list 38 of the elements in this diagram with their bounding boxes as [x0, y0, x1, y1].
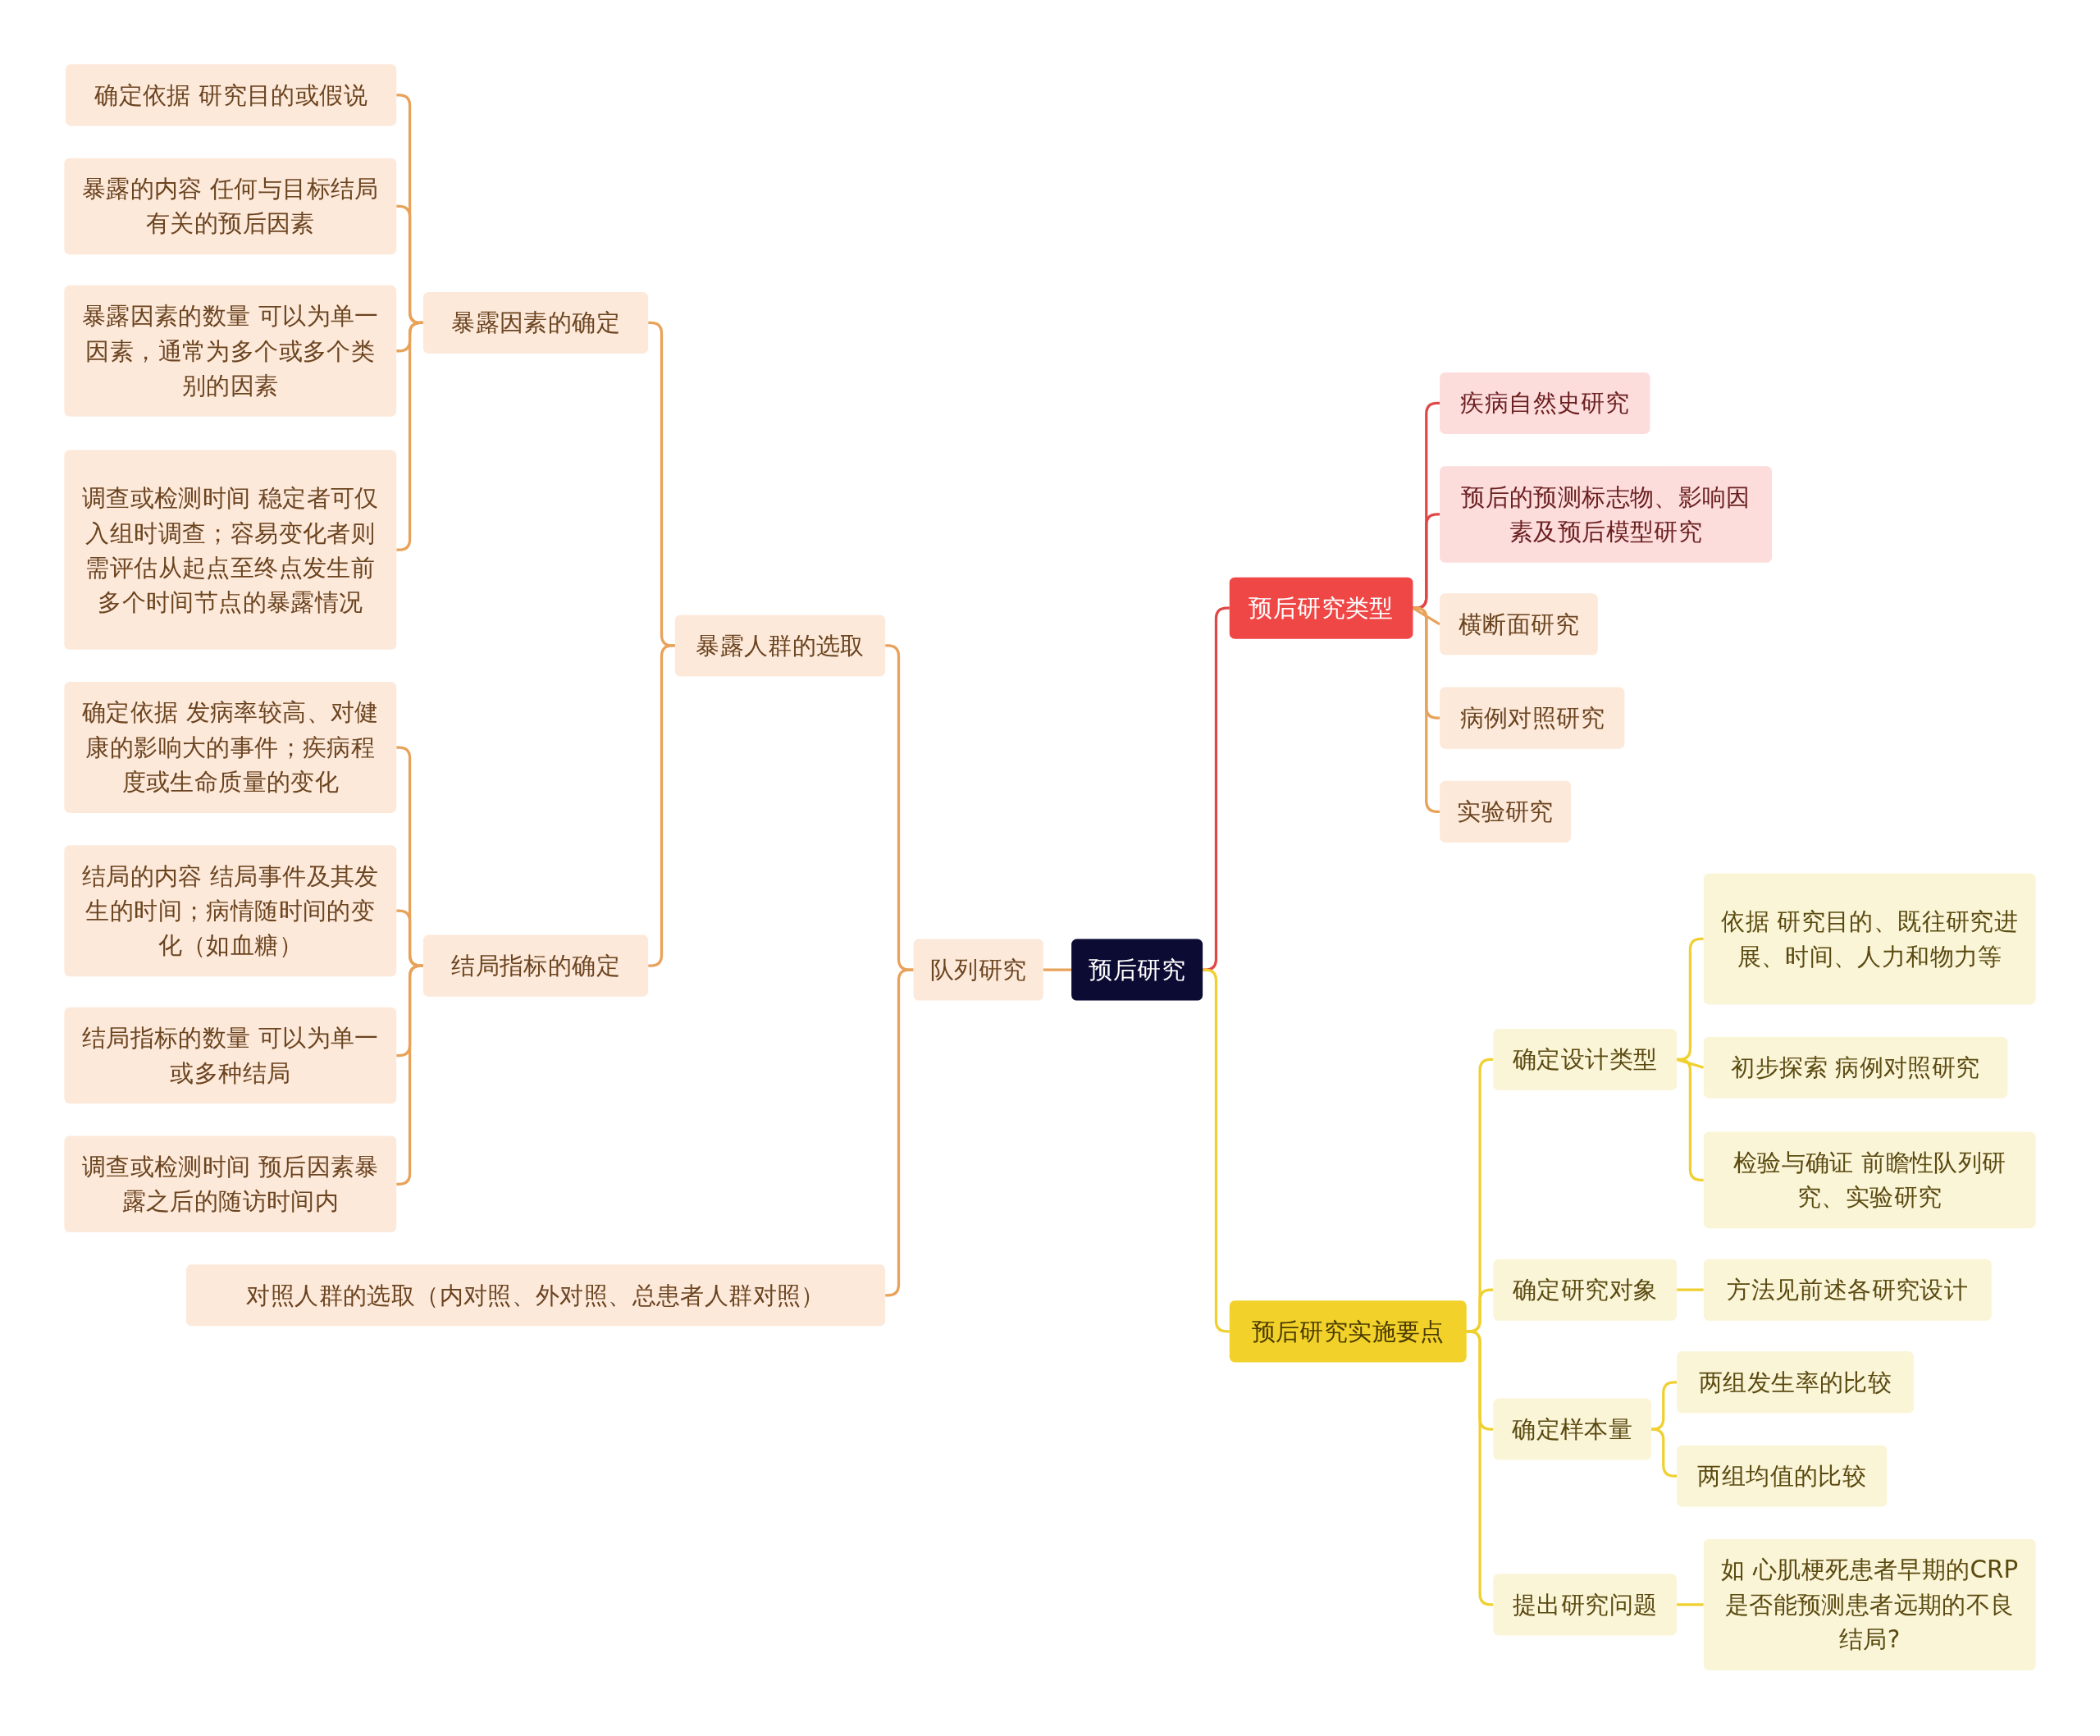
topic-box: 队列研究 — [913, 939, 1043, 1001]
connector-line — [1651, 1381, 1678, 1431]
topic-box: 检验与确证 前瞻性队列研究、实验研究 — [1703, 1131, 2036, 1229]
topic-box: 疾病自然史研究 — [1440, 372, 1650, 434]
topic-box: 如 心肌梗死患者早期的CRP是否能预测患者远期的不良结局? — [1703, 1538, 2036, 1670]
topic-box: 依据 研究目的、既往研究进展、时间、人力和物力等 — [1703, 873, 2036, 1005]
topic-box: 调查或检测时间 稳定者可仅入组时调查；容易变化者则需评估从起点至终点发生前多个时间节点的暴露情况 — [64, 450, 397, 650]
topic-box: 调查或检测时间 预后因素暴露之后的随访时间内 — [64, 1135, 397, 1233]
topic-box: 预后研究实施要点 — [1229, 1300, 1467, 1363]
topic-box: 暴露因素的确定 — [422, 291, 649, 354]
topic-box: 预后研究类型 — [1229, 577, 1413, 639]
topic-box: 方法见前述各研究设计 — [1703, 1259, 1992, 1321]
topic-box: 确定依据 研究目的或假说 — [66, 64, 397, 126]
topic-box: 确定研究对象 — [1493, 1259, 1678, 1321]
topic-box: 暴露人群的选取 — [674, 614, 886, 677]
topic-box: 对照人群的选取（内对照、外对照、总患者人群对照） — [185, 1264, 886, 1327]
topic-box: 确定依据 发病率较高、对健康的影响大的事件；疾病程度或生命质量的变化 — [64, 682, 397, 813]
topic-box: 结局指标的数量 可以为单一或多种结局 — [64, 1007, 397, 1104]
topic-box: 实验研究 — [1440, 780, 1572, 843]
connector-line — [396, 909, 423, 967]
topic-box: 预后的预测标志物、影响因素及预后模型研究 — [1440, 466, 1772, 563]
topic-box: 结局指标的确定 — [422, 934, 649, 997]
topic-box: 病例对照研究 — [1440, 687, 1625, 749]
connector-line — [1677, 1603, 1704, 1606]
topic-box: 暴露的内容 任何与目标结局有关的预后因素 — [64, 158, 397, 255]
topic-box: 确定样本量 — [1493, 1398, 1652, 1460]
topic-box: 结局的内容 结局事件及其发生的时间；病情随时间的变化（如血糖） — [64, 845, 397, 977]
connector-line — [1677, 1288, 1704, 1291]
topic-box: 两组均值的比较 — [1677, 1445, 1888, 1507]
topic-box: 确定设计类型 — [1493, 1028, 1678, 1090]
topic-box: 横断面研究 — [1440, 593, 1598, 656]
topic-box: 提出研究问题 — [1493, 1574, 1678, 1636]
topic-box: 暴露因素的数量 可以为单一因素，通常为多个或多个类别的因素 — [64, 285, 397, 417]
central-topic: 预后研究 — [1071, 939, 1203, 1001]
connector-line — [1043, 968, 1072, 971]
connector-line — [1651, 1428, 1678, 1478]
topic-box: 两组发生率的比较 — [1677, 1351, 1915, 1414]
topic-box: 初步探索 病例对照研究 — [1703, 1036, 2008, 1099]
